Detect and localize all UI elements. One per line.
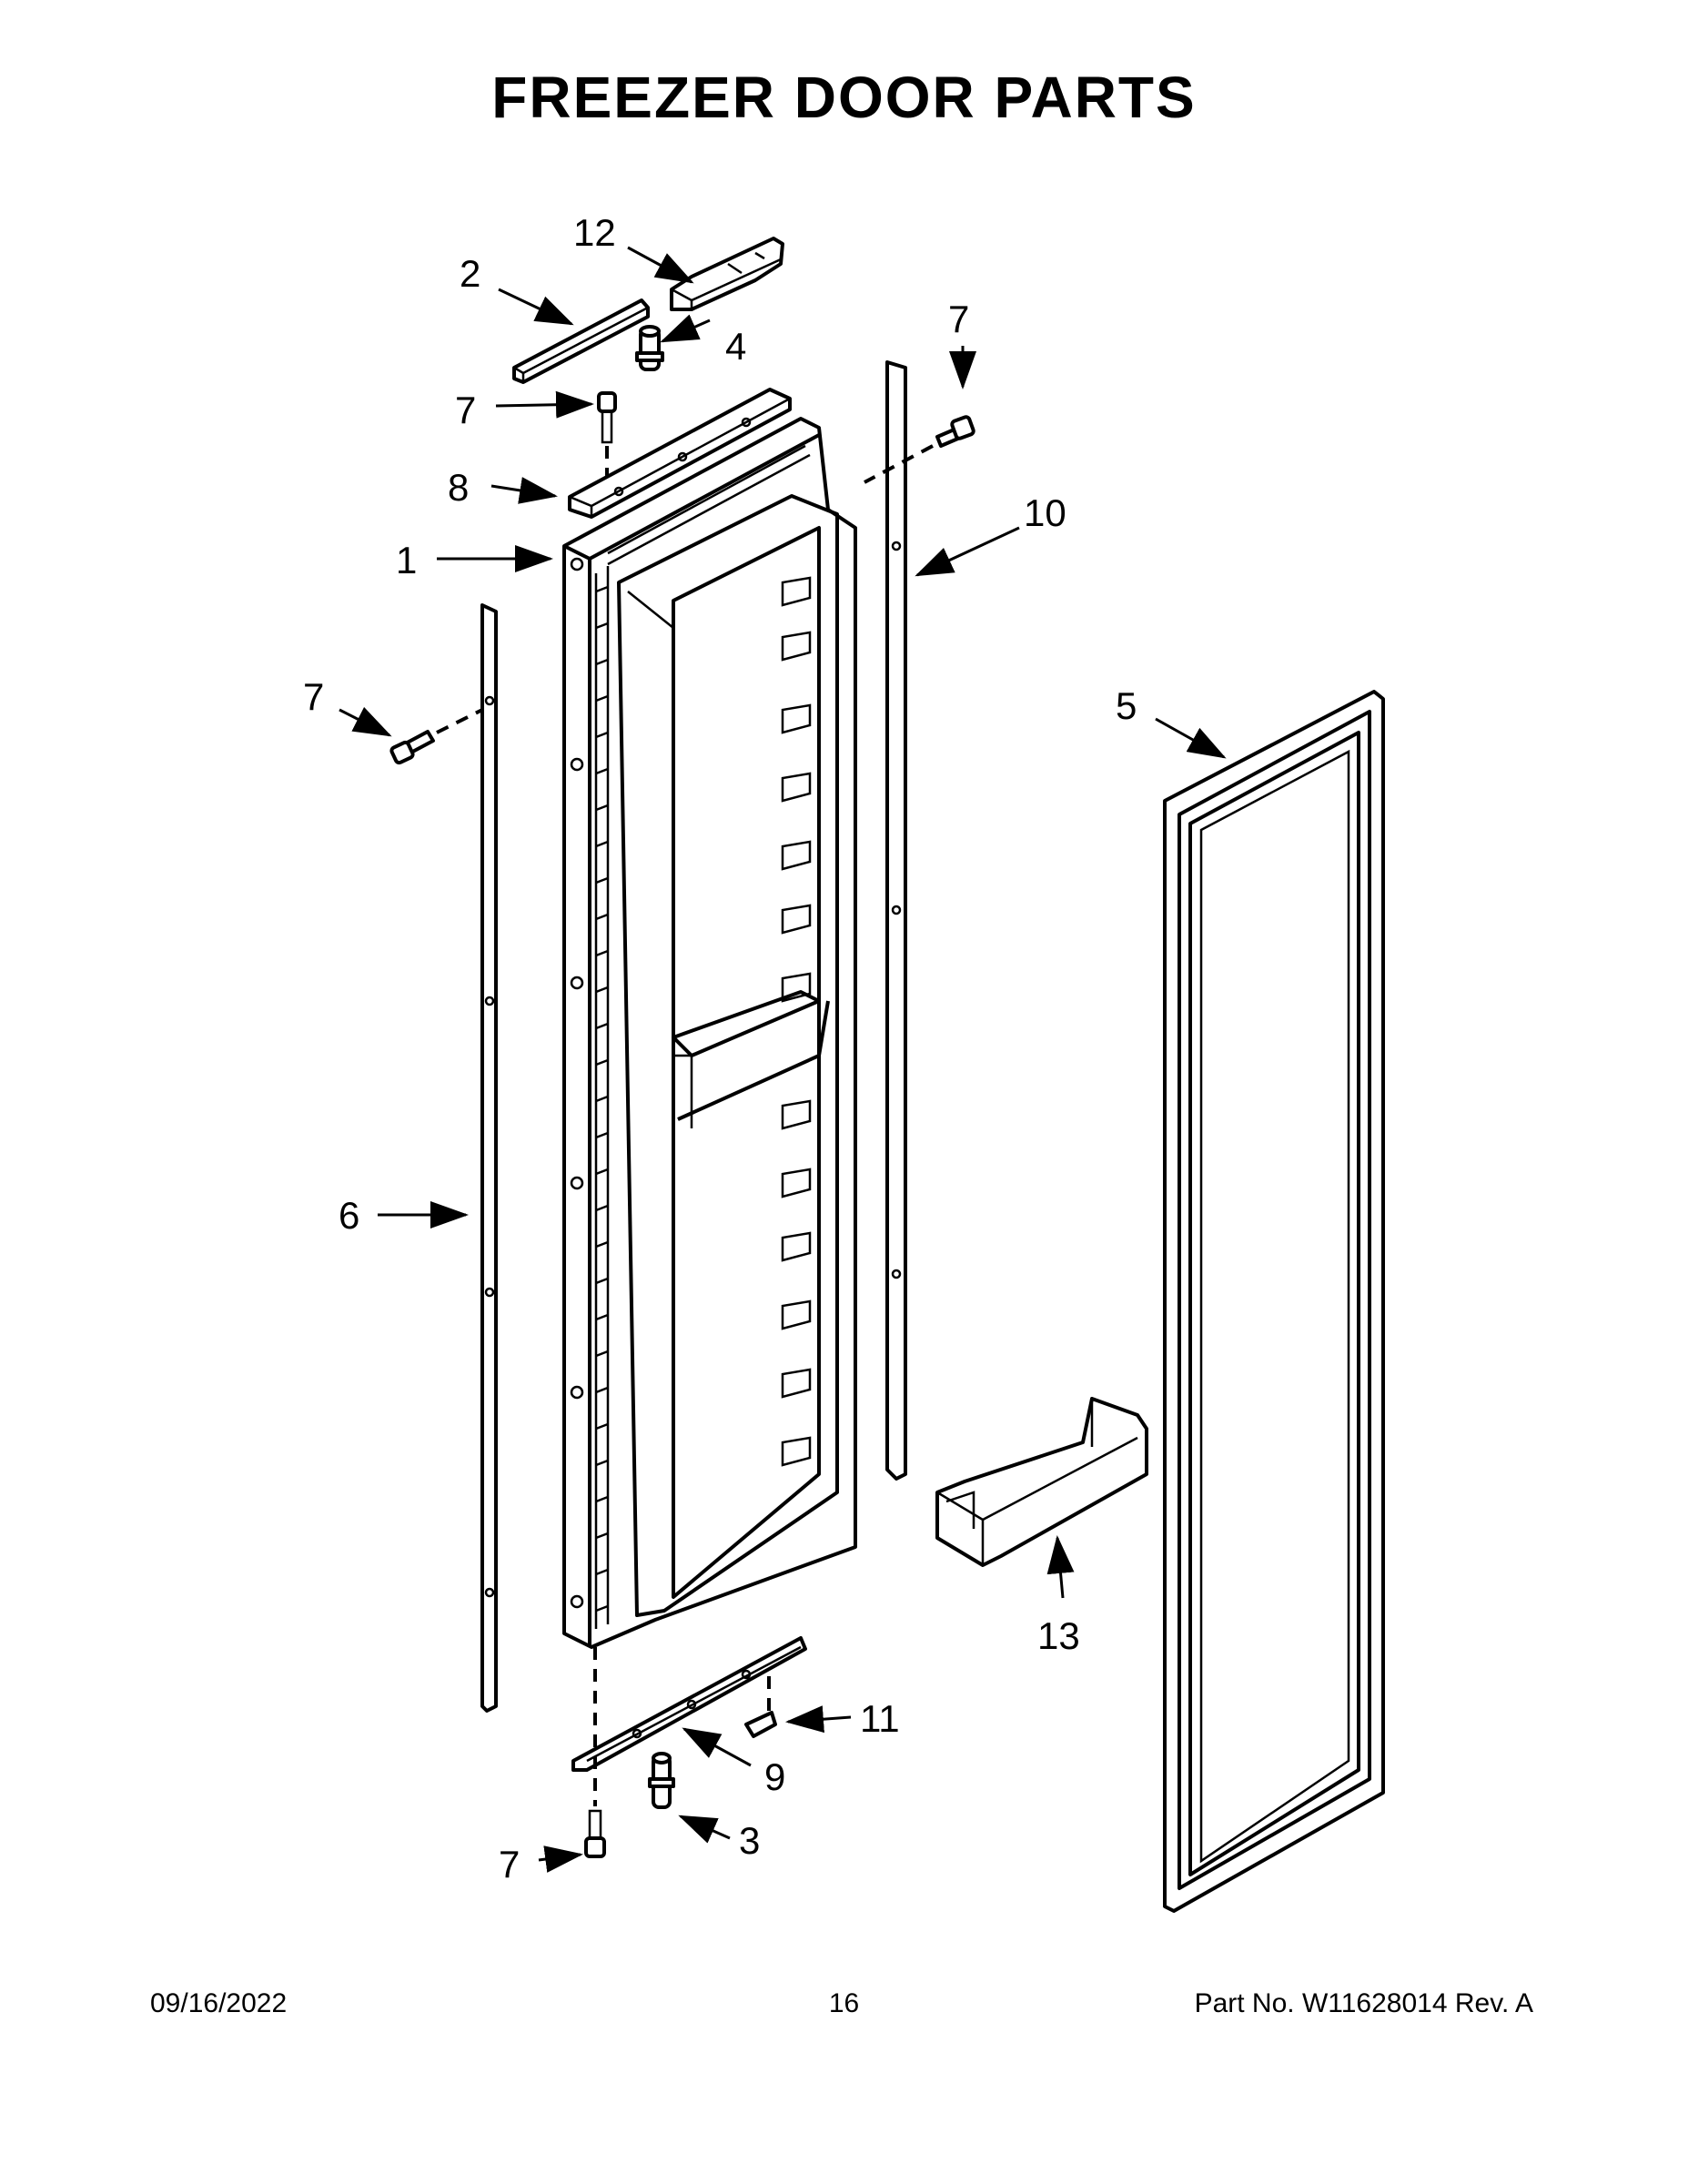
callout-7-left: 7	[303, 675, 324, 718]
callout-7-top: 7	[455, 389, 476, 431]
callout-1: 1	[396, 539, 417, 581]
gasket-ladder	[595, 585, 609, 1613]
footer-date: 09/16/2022	[150, 1988, 288, 2018]
callout-11: 11	[860, 1697, 900, 1740]
callout-12: 12	[573, 211, 616, 254]
callout-7-bottom: 7	[499, 1843, 520, 1886]
page-title: FREEZER DOOR PARTS	[491, 65, 1197, 130]
footer-page-number: 16	[828, 1988, 860, 2018]
part-2-top-trim[interactable]	[512, 298, 650, 384]
callout-7-right: 7	[948, 298, 969, 340]
footer-part-number: Part No. W11628014 Rev. A	[1194, 1988, 1533, 2018]
callout-6: 6	[339, 1194, 359, 1237]
part-4-hinge-pin[interactable]	[635, 325, 664, 371]
leader-arrows	[339, 246, 1227, 1873]
part-6-left-trim[interactable]	[480, 603, 498, 1713]
callout-8: 8	[448, 466, 469, 509]
part-3-hinge-pin[interactable]	[648, 1752, 675, 1809]
part-7-screw-left[interactable]	[389, 708, 483, 765]
part-1-door-assembly[interactable]	[562, 417, 857, 1649]
callout-3: 3	[739, 1819, 760, 1862]
part-9-bottom-bracket[interactable]	[571, 1636, 807, 1772]
callout-2: 2	[460, 252, 480, 295]
part-8-hinge-bracket[interactable]	[568, 388, 792, 519]
part-7-screw-bottom[interactable]	[584, 1647, 606, 1858]
callout-9: 9	[764, 1755, 785, 1798]
part-13-door-bin[interactable]	[935, 1397, 1148, 1567]
part-11-clip[interactable]	[744, 1670, 777, 1738]
part-5-door-gasket[interactable]	[1163, 690, 1385, 1913]
callout-4: 4	[725, 325, 746, 368]
part-10-right-trim[interactable]	[885, 360, 907, 1481]
callout-5: 5	[1116, 684, 1137, 727]
callout-10: 10	[1024, 491, 1066, 534]
part-12-hinge-cover[interactable]	[670, 237, 784, 311]
part-7-screw-right[interactable]	[864, 415, 975, 484]
callout-13: 13	[1037, 1614, 1080, 1657]
bin-clips	[781, 576, 812, 1467]
